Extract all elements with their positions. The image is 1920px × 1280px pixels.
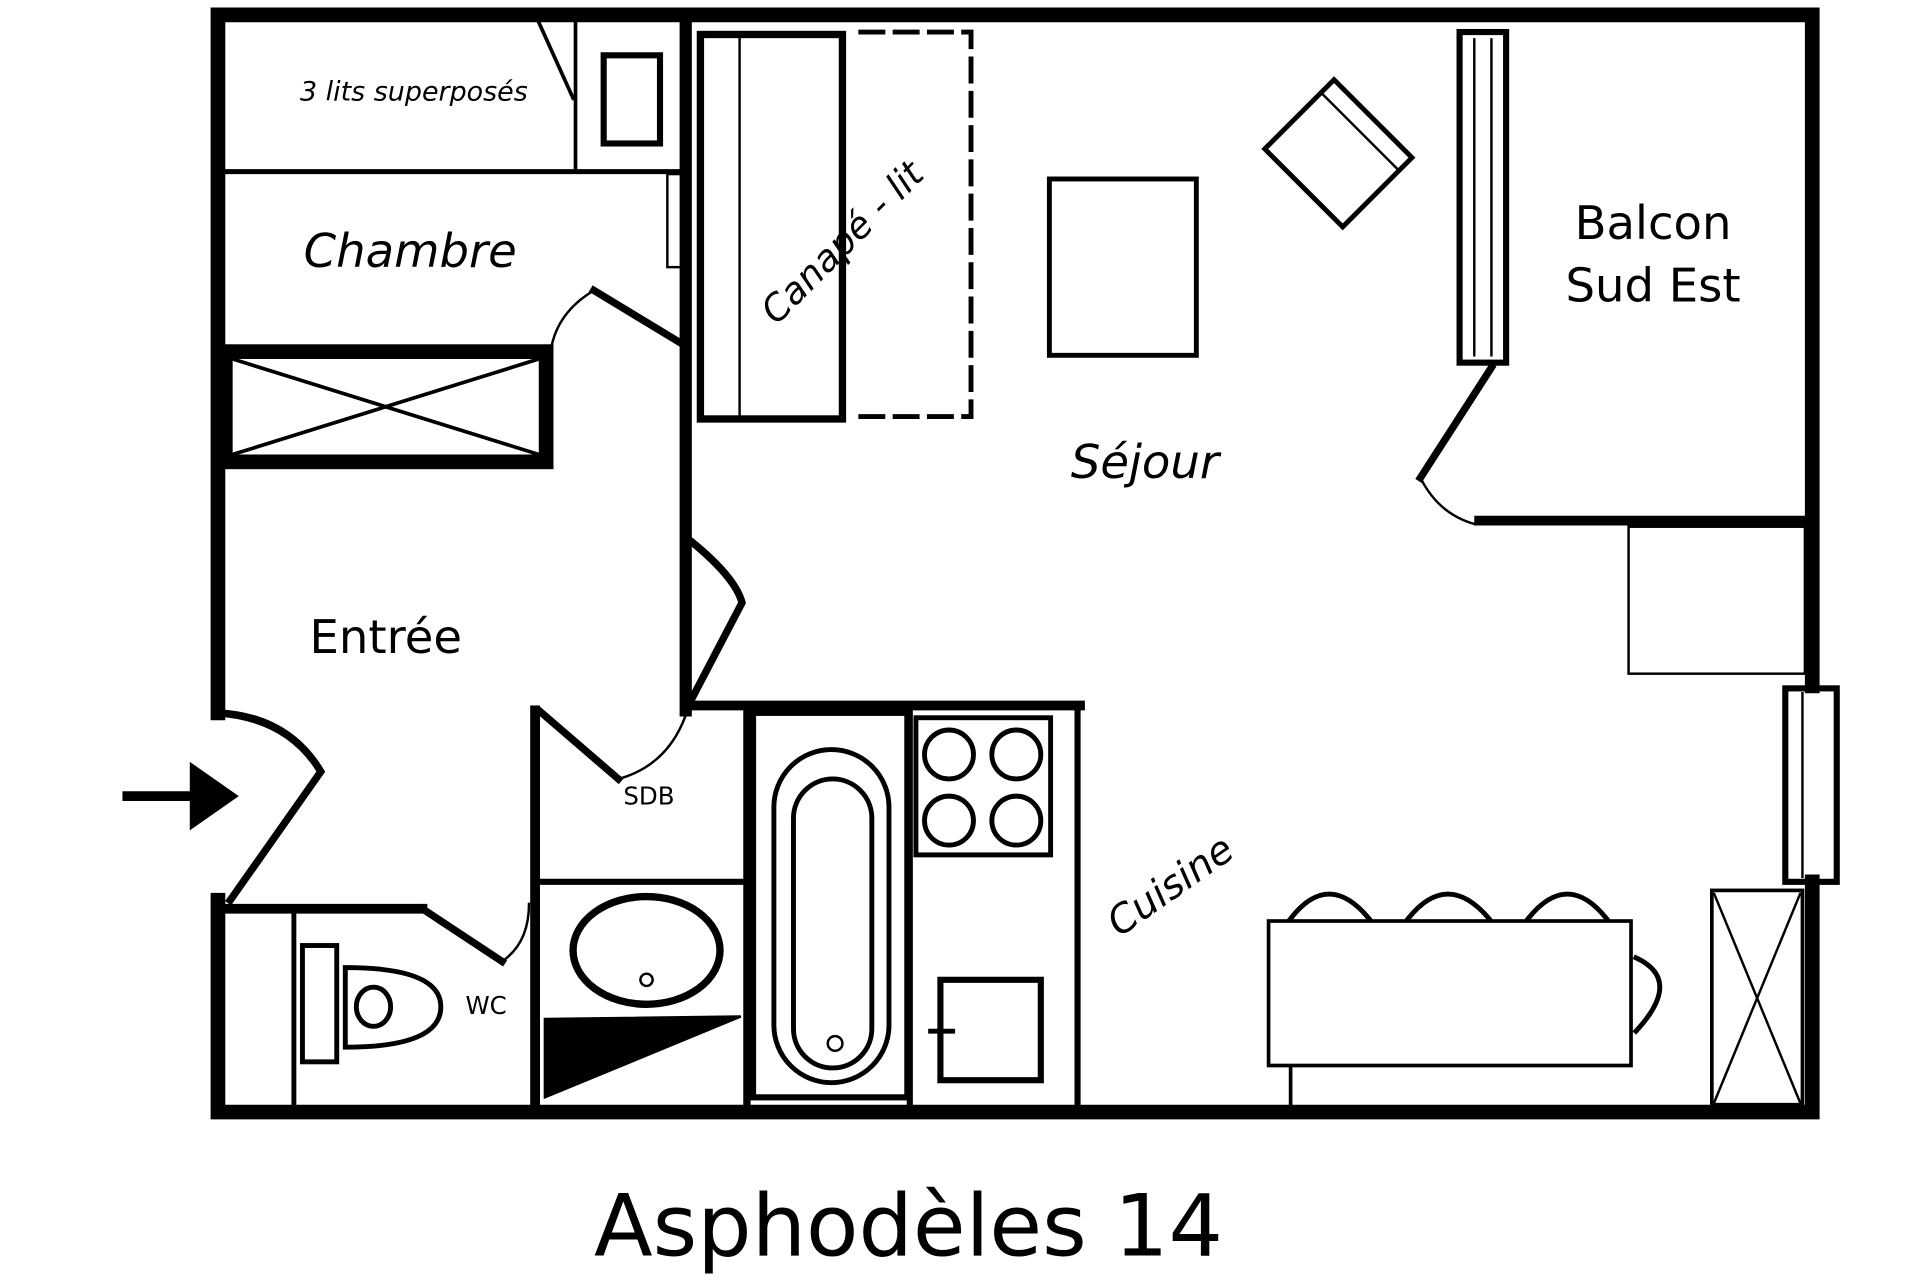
room-label-balcon-1: Balcon xyxy=(1575,196,1732,250)
room-label-sejour: Séjour xyxy=(1071,435,1222,489)
room-label-wc: WC xyxy=(465,991,506,1020)
room-label-sdb: SDB xyxy=(623,782,674,811)
plan-title: Asphodèles 14 xyxy=(594,1176,1223,1276)
walls xyxy=(210,7,1840,1120)
room-label-balcon-2: Sud Est xyxy=(1565,258,1740,312)
bunks-label: 3 lits superposés xyxy=(300,77,528,108)
room-label-entree: Entrée xyxy=(309,610,461,664)
entry-arrow-icon xyxy=(122,761,239,831)
room-label-cuisine: Cuisine xyxy=(1099,827,1242,946)
room-label-chambre: Chambre xyxy=(304,224,517,278)
